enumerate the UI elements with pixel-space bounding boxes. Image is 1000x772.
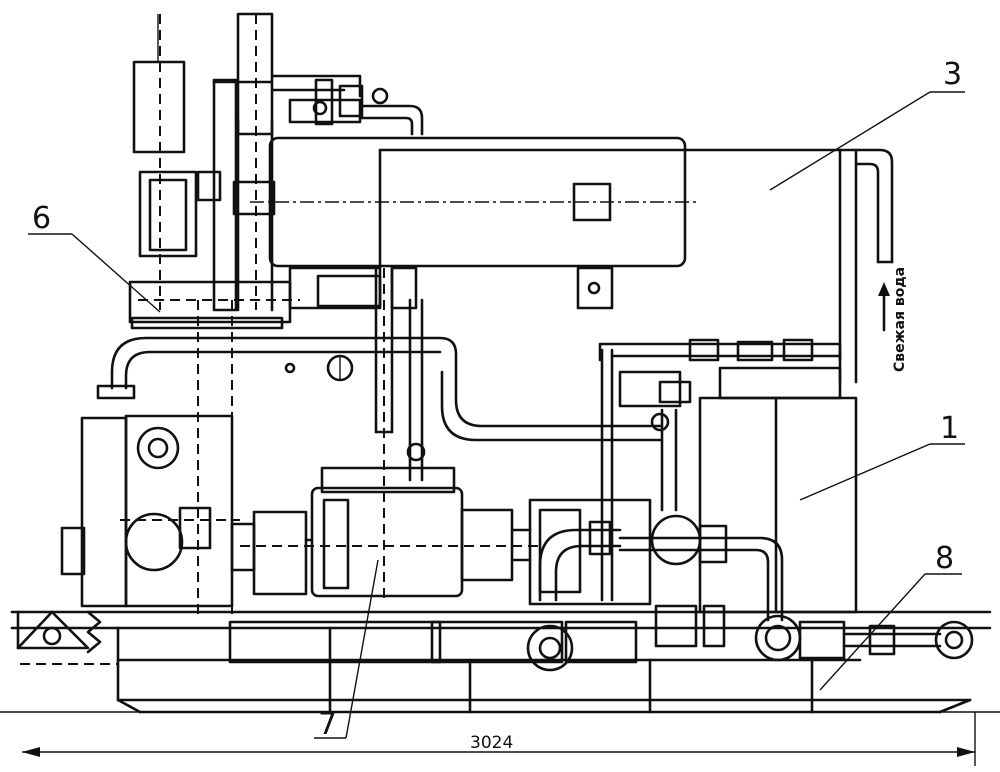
side-note-fresh-water: Свежая вода [892, 267, 908, 372]
callout-3: 3 [943, 57, 962, 92]
dimension-line [0, 711, 1000, 766]
callout-8: 8 [935, 541, 954, 576]
callout-7: 7 [318, 707, 337, 742]
header-pipe [96, 266, 662, 600]
tank-3 [250, 136, 700, 310]
left-pump [60, 300, 256, 620]
callout-6: 6 [32, 201, 51, 236]
callout-1: 1 [940, 411, 959, 446]
outlet-8 [526, 604, 974, 672]
leader-lines [28, 91, 965, 739]
tank-1 [598, 338, 858, 614]
motor-7 [240, 466, 540, 598]
assembly-6 [128, 266, 382, 330]
tow-hitch [16, 610, 102, 654]
fresh-water-pipe [683, 148, 894, 384]
dimension-label: 3024 [470, 733, 513, 753]
right-pump [528, 348, 784, 622]
left-columns [132, 12, 424, 312]
